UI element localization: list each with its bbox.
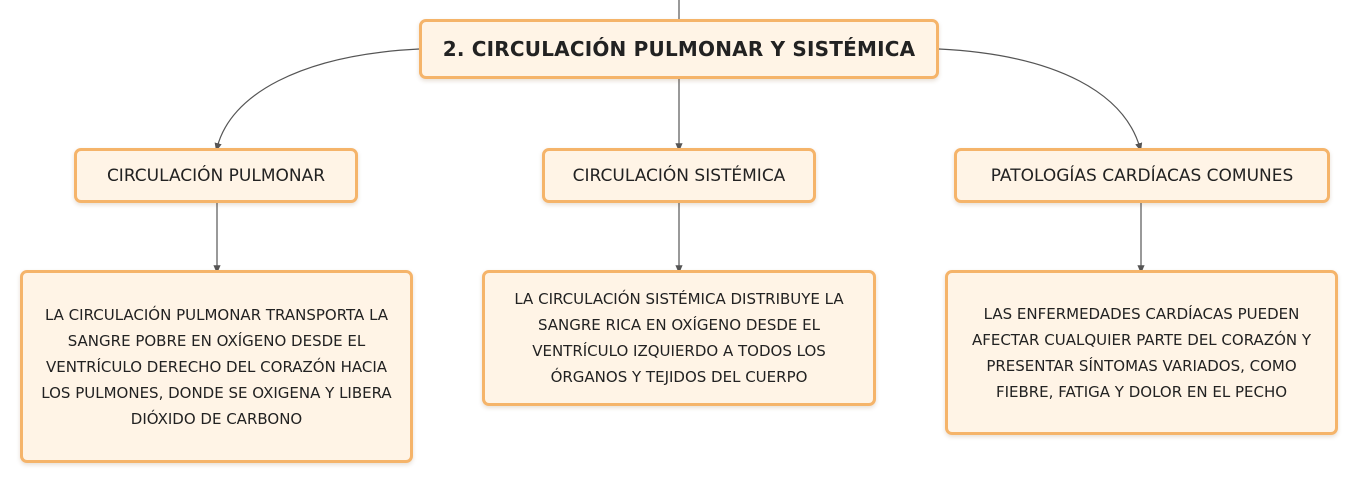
topic-label-circulacion-sistemica: CIRCULACIÓN SISTÉMICA (572, 165, 786, 186)
topic-node-circulacion-pulmonar[interactable]: CIRCULACIÓN PULMONAR (74, 148, 358, 203)
topic-label-circulacion-pulmonar: CIRCULACIÓN PULMONAR (106, 165, 326, 186)
detail-text-circulacion-pulmonar: LA CIRCULACIÓN PULMONAR TRANSPORTA LA SA… (41, 305, 392, 428)
topic-node-circulacion-sistemica[interactable]: CIRCULACIÓN SISTÉMICA (542, 148, 816, 203)
root-topic-label: 2. CIRCULACIÓN PULMONAR Y SISTÉMICA (442, 37, 916, 61)
connector-root-to-pulmonar (214, 48, 420, 152)
detail-node-patologias-cardiacas[interactable]: LAS ENFERMEDADES CARDÍACAS PUEDEN AFECTA… (945, 270, 1338, 435)
topic-node-patologias-cardiacas[interactable]: PATOLOGÍAS CARDÍACAS COMUNES (954, 148, 1330, 203)
detail-node-circulacion-pulmonar[interactable]: LA CIRCULACIÓN PULMONAR TRANSPORTA LA SA… (20, 270, 413, 463)
detail-text-patologias-cardiacas: LAS ENFERMEDADES CARDÍACAS PUEDEN AFECTA… (971, 304, 1312, 401)
topic-label-patologias-cardiacas: PATOLOGÍAS CARDÍACAS COMUNES (990, 165, 1294, 186)
detail-node-circulacion-sistemica[interactable]: LA CIRCULACIÓN SISTÉMICA DISTRIBUYE LA S… (482, 270, 876, 406)
root-topic-node[interactable]: 2. CIRCULACIÓN PULMONAR Y SISTÉMICA (419, 19, 939, 79)
detail-text-circulacion-sistemica: LA CIRCULACIÓN SISTÉMICA DISTRIBUYE LA S… (514, 290, 844, 386)
connector-root-to-patologias (938, 48, 1143, 152)
